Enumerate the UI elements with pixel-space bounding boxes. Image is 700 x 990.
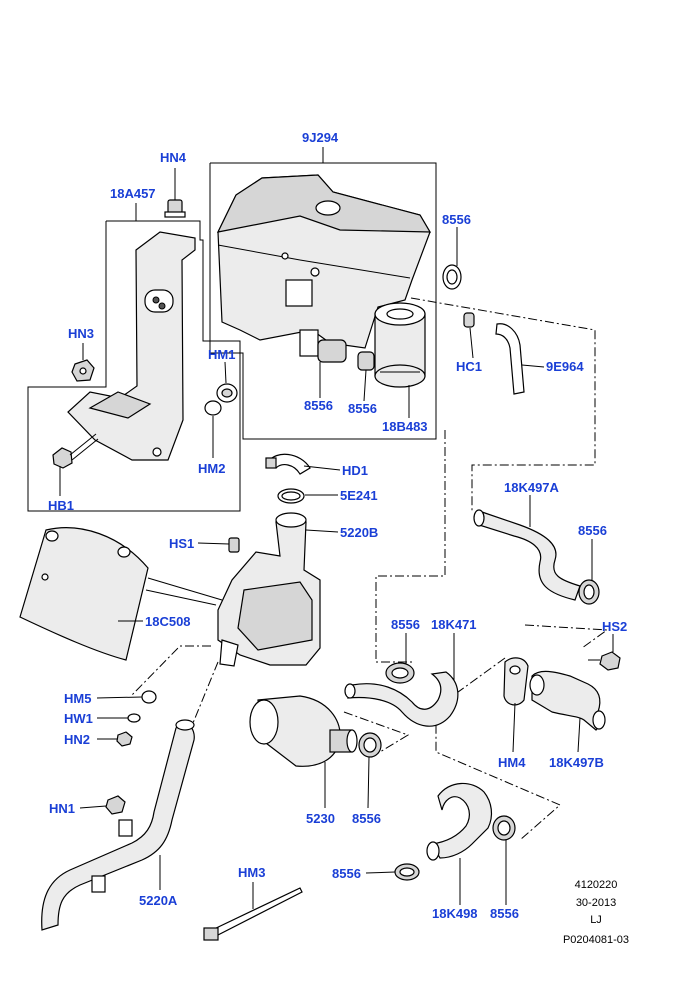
callout-hn1: HN1: [49, 801, 75, 816]
callout-hs1: HS1: [169, 536, 194, 551]
cable-tie[interactable]: [203, 887, 303, 941]
callout-18k471: 18K471: [431, 617, 477, 632]
exhaust-silencer[interactable]: [217, 512, 321, 667]
callout-5220a: 5220A: [139, 893, 178, 908]
callout-18k498: 18K498: [432, 906, 478, 921]
coolant-hose-18k498[interactable]: [426, 782, 493, 861]
bracket-grommet-hm1[interactable]: [216, 383, 238, 403]
bracket-nut-left[interactable]: [71, 359, 95, 382]
reference-number: 4120220: [575, 879, 618, 891]
callout-18k497b: 18K497B: [549, 755, 604, 770]
intake-filter-5230[interactable]: [249, 695, 358, 767]
heater-assembly-box: [209, 147, 437, 440]
fuel-hose[interactable]: [495, 323, 525, 395]
leader-lines: [59, 168, 614, 909]
bracket-bolt[interactable]: [52, 433, 99, 469]
grommet-hm4[interactable]: [503, 657, 529, 706]
reference-date: 30-2013: [576, 897, 616, 909]
callout-hc1: HC1: [456, 359, 482, 374]
callout-hs2: HS2: [602, 619, 627, 634]
hose-clamp-18k498-right[interactable]: [492, 815, 516, 841]
callout-hn2: HN2: [64, 732, 90, 747]
callout-hn4: HN4: [160, 150, 187, 165]
heater-small-clamp[interactable]: [357, 351, 375, 371]
callout-labels: 9J294 HN4 18A457 8556 HN3 HM1 HC1 9E964 …: [48, 130, 627, 921]
hose-clamp-18k471[interactable]: [385, 662, 415, 684]
hose-clamp-hd1[interactable]: [265, 453, 311, 475]
callout-8556-outlet-clamp: 8556: [304, 398, 333, 413]
callout-5e241: 5E241: [340, 488, 378, 503]
callout-8556-hose-clamp-a: 8556: [578, 523, 607, 538]
mounting-bracket[interactable]: [67, 231, 196, 461]
grommet-hm5[interactable]: [141, 690, 157, 704]
callout-hw1: HW1: [64, 711, 93, 726]
callout-hb1: HB1: [48, 498, 74, 513]
reference-block: 4120220 30-2013 LJ P0204081-03: [563, 879, 629, 946]
callout-9j294: 9J294: [302, 130, 339, 145]
callout-18c508: 18C508: [145, 614, 191, 629]
callout-18a457: 18A457: [110, 186, 156, 201]
reference-model: LJ: [590, 914, 602, 926]
callout-8556-heater-clamp: 8556: [442, 212, 471, 227]
hose-clamp-upper-right[interactable]: [578, 579, 600, 605]
callout-8556-hose-clamp-b: 8556: [391, 617, 420, 632]
callout-8556-small-clamp: 8556: [348, 401, 377, 416]
silencer-screw-hs1[interactable]: [228, 537, 240, 553]
nut-hn2[interactable]: [116, 731, 133, 747]
hose-clamp-5230[interactable]: [358, 732, 382, 758]
callout-5230: 5230: [306, 811, 335, 826]
callout-8556-filter-clamp: 8556: [352, 811, 381, 826]
callout-8556-hose-clamp-d: 8556: [490, 906, 519, 921]
coolant-hose-18k471[interactable]: [344, 671, 459, 727]
exhaust-tailpipe[interactable]: [41, 719, 195, 931]
hose-clamp-18k498-left[interactable]: [394, 863, 420, 881]
fuel-fired-heater[interactable]: [216, 174, 432, 357]
callout-hm4: HM4: [498, 755, 526, 770]
callout-9e964: 9E964: [546, 359, 584, 374]
coolant-pipe-18k497b[interactable]: [529, 670, 606, 731]
callout-hn3: HN3: [68, 326, 94, 341]
coolant-hose-18k497a[interactable]: [473, 509, 581, 601]
washer-hw1[interactable]: [127, 713, 141, 723]
seal-ring[interactable]: [277, 488, 305, 504]
nut-hn1[interactable]: [105, 795, 126, 815]
bracket-nut-top[interactable]: [164, 199, 186, 218]
callout-hm2: HM2: [198, 461, 225, 476]
heat-shield[interactable]: [19, 527, 223, 661]
callout-hm1: HM1: [208, 347, 235, 362]
routing-lines: [131, 297, 609, 841]
callout-hd1: HD1: [342, 463, 368, 478]
callout-hm3: HM3: [238, 865, 265, 880]
heater-outlet-clamp[interactable]: [317, 339, 347, 363]
screw-hs2[interactable]: [588, 651, 621, 671]
callout-8556-hose-clamp-c: 8556: [332, 866, 361, 881]
bracket-grommet-hm2[interactable]: [204, 400, 222, 416]
callout-18k497a: 18K497A: [504, 480, 560, 495]
callout-hm5: HM5: [64, 691, 91, 706]
hose-clip[interactable]: [463, 312, 475, 328]
reference-code: P0204081-03: [563, 934, 629, 946]
callout-18b483: 18B483: [382, 419, 428, 434]
callout-5220b: 5220B: [340, 525, 378, 540]
bracket-assembly-box: [27, 203, 241, 512]
heater-clamp-upper-right[interactable]: [442, 264, 462, 290]
intake-silencer[interactable]: [374, 302, 426, 388]
